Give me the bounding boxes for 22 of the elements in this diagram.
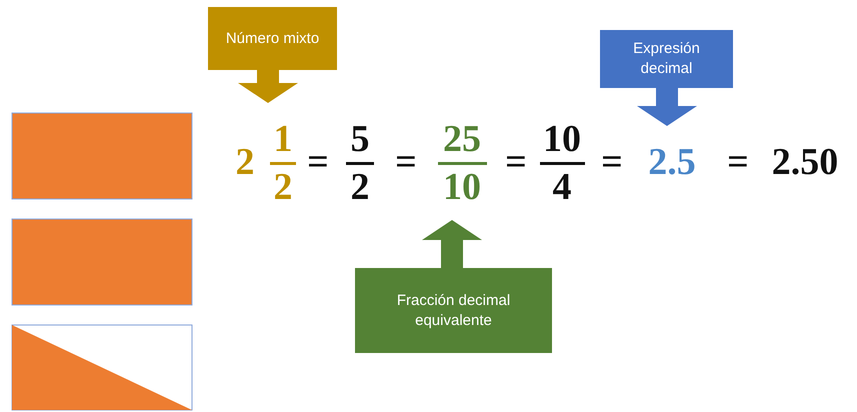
decimal-number: 2.50 xyxy=(772,142,838,182)
callout-box: Fracción decimal equivalente xyxy=(355,268,552,353)
numerator: 5 xyxy=(350,119,370,159)
equals-sign: = xyxy=(395,142,417,182)
callout-arrow xyxy=(637,88,697,126)
numerator: 25 xyxy=(443,119,481,159)
decimal-number: 2.5 xyxy=(648,142,696,182)
denominator: 10 xyxy=(443,167,481,207)
equals-sign: = xyxy=(505,142,527,182)
callout-box: Expresión decimal xyxy=(600,30,733,88)
numerator: 1 xyxy=(274,119,292,159)
numerator: 10 xyxy=(543,119,581,159)
equals-sign: = xyxy=(307,142,329,182)
callout-arrow xyxy=(238,70,298,103)
denominator: 4 xyxy=(552,167,572,207)
equals-sign: = xyxy=(727,142,749,182)
whole-number: 2 xyxy=(236,142,254,182)
denominator: 2 xyxy=(274,167,292,207)
denominator: 2 xyxy=(350,167,370,207)
callout-arrow xyxy=(422,220,482,268)
callout-box: Número mixto xyxy=(208,7,337,70)
equals-sign: = xyxy=(601,142,623,182)
